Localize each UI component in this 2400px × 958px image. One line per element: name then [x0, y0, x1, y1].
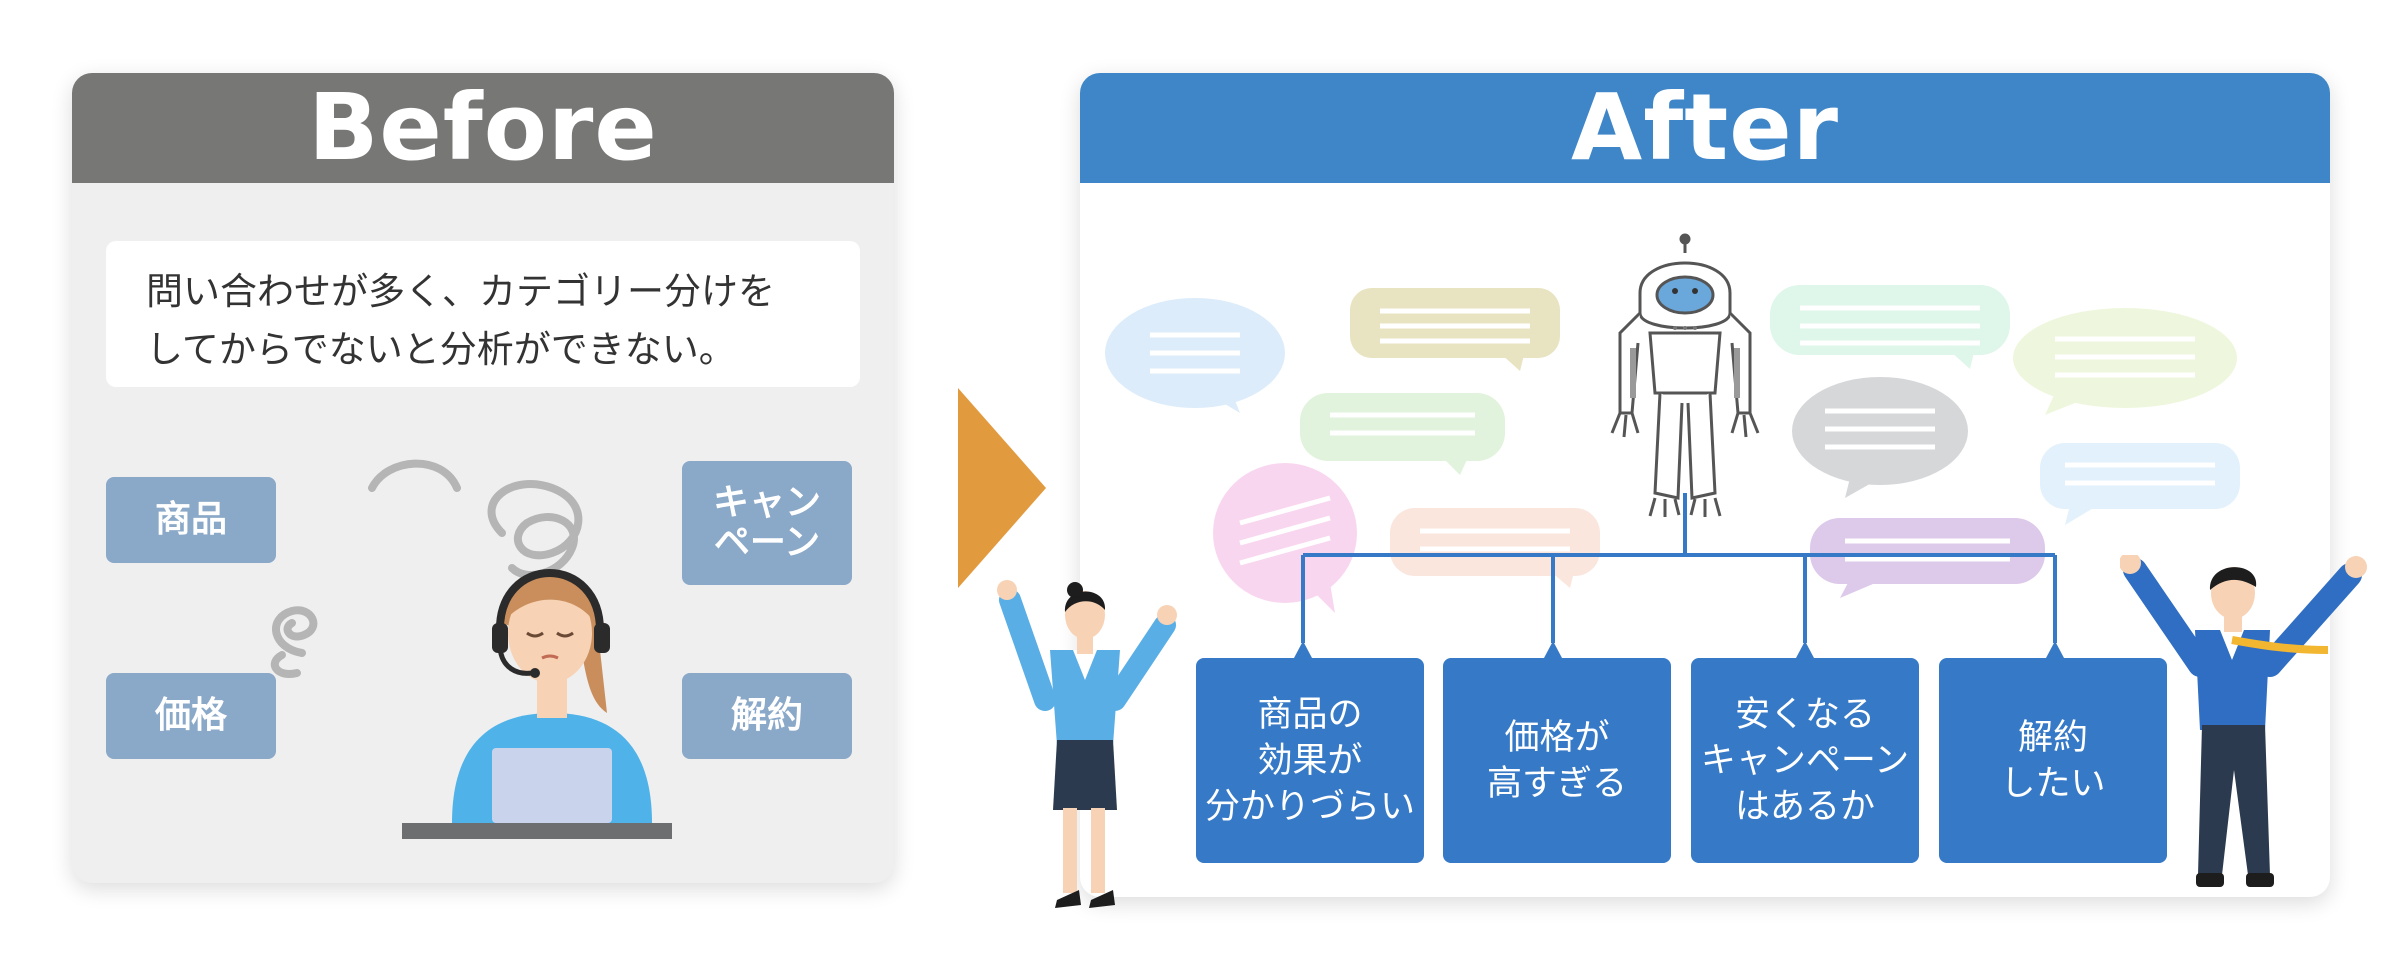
category-tag-label: キャン ペーン: [712, 482, 821, 563]
category-tag-cancel: 解約: [682, 673, 852, 759]
cheering-woman-illustration: [997, 580, 1177, 908]
stressed-operator-illustration: [270, 459, 672, 839]
problem-text: 問い合わせが多く、カテゴリー分けを してからでないと分析ができない。: [146, 270, 775, 371]
speech-bubble-icon: [1213, 463, 1357, 613]
speech-bubble-icon: [2013, 308, 2237, 415]
speech-bubble-icon: [1350, 288, 1560, 371]
before-panel: Before 問い合わせが多く、カテゴリー分けを してからでないと分析ができない…: [72, 73, 894, 883]
speech-bubbles-cloud: [1105, 285, 2240, 613]
ai-robot-illustration: [1610, 233, 1760, 517]
classification-tree-connector: [1294, 493, 2064, 658]
speech-bubble-icon: [1810, 518, 2045, 598]
category-tag-label: 価格: [154, 695, 227, 736]
result-label: 商品の 効果が 分かりづらい: [1204, 694, 1415, 827]
result-label: 価格が 高すぎる: [1486, 717, 1627, 804]
result-label: 解約 したい: [2000, 717, 2106, 804]
category-tag-product: 商品: [106, 477, 276, 563]
transition-arrow-icon: [958, 388, 1046, 588]
speech-bubble-icon: [1390, 508, 1600, 588]
headset-icon: [492, 569, 610, 678]
cheering-man-illustration: [2120, 555, 2367, 887]
after-title: After: [1080, 73, 2330, 183]
after-panel: After: [1080, 73, 2330, 897]
result-category-campaign: 安くなる キャンペーン はあるか: [1691, 658, 1919, 863]
category-tag-campaign: キャン ペーン: [682, 461, 852, 585]
laptop-icon: [492, 748, 612, 823]
speech-bubble-icon: [1105, 298, 1285, 413]
speech-bubble-icon: [2040, 443, 2240, 525]
result-category-cancel: 解約 したい: [1939, 658, 2167, 863]
speech-bubble-icon: [1792, 377, 1968, 498]
problem-statement: 問い合わせが多く、カテゴリー分けを してからでないと分析ができない。: [106, 241, 860, 387]
stress-swirl-icon: [270, 459, 583, 678]
speech-bubble-icon: [1770, 285, 2010, 369]
category-tag-price: 価格: [106, 673, 276, 759]
result-label: 安くなる キャンペーン はあるか: [1700, 694, 1910, 827]
category-tag-label: 解約: [730, 695, 803, 736]
before-title: Before: [72, 73, 894, 183]
result-category-product-effect: 商品の 効果が 分かりづらい: [1196, 658, 1424, 863]
category-tag-label: 商品: [154, 499, 227, 540]
desk: [402, 823, 672, 839]
result-category-price-too-high: 価格が 高すぎる: [1443, 658, 1671, 863]
speech-bubble-icon: [1300, 393, 1505, 475]
